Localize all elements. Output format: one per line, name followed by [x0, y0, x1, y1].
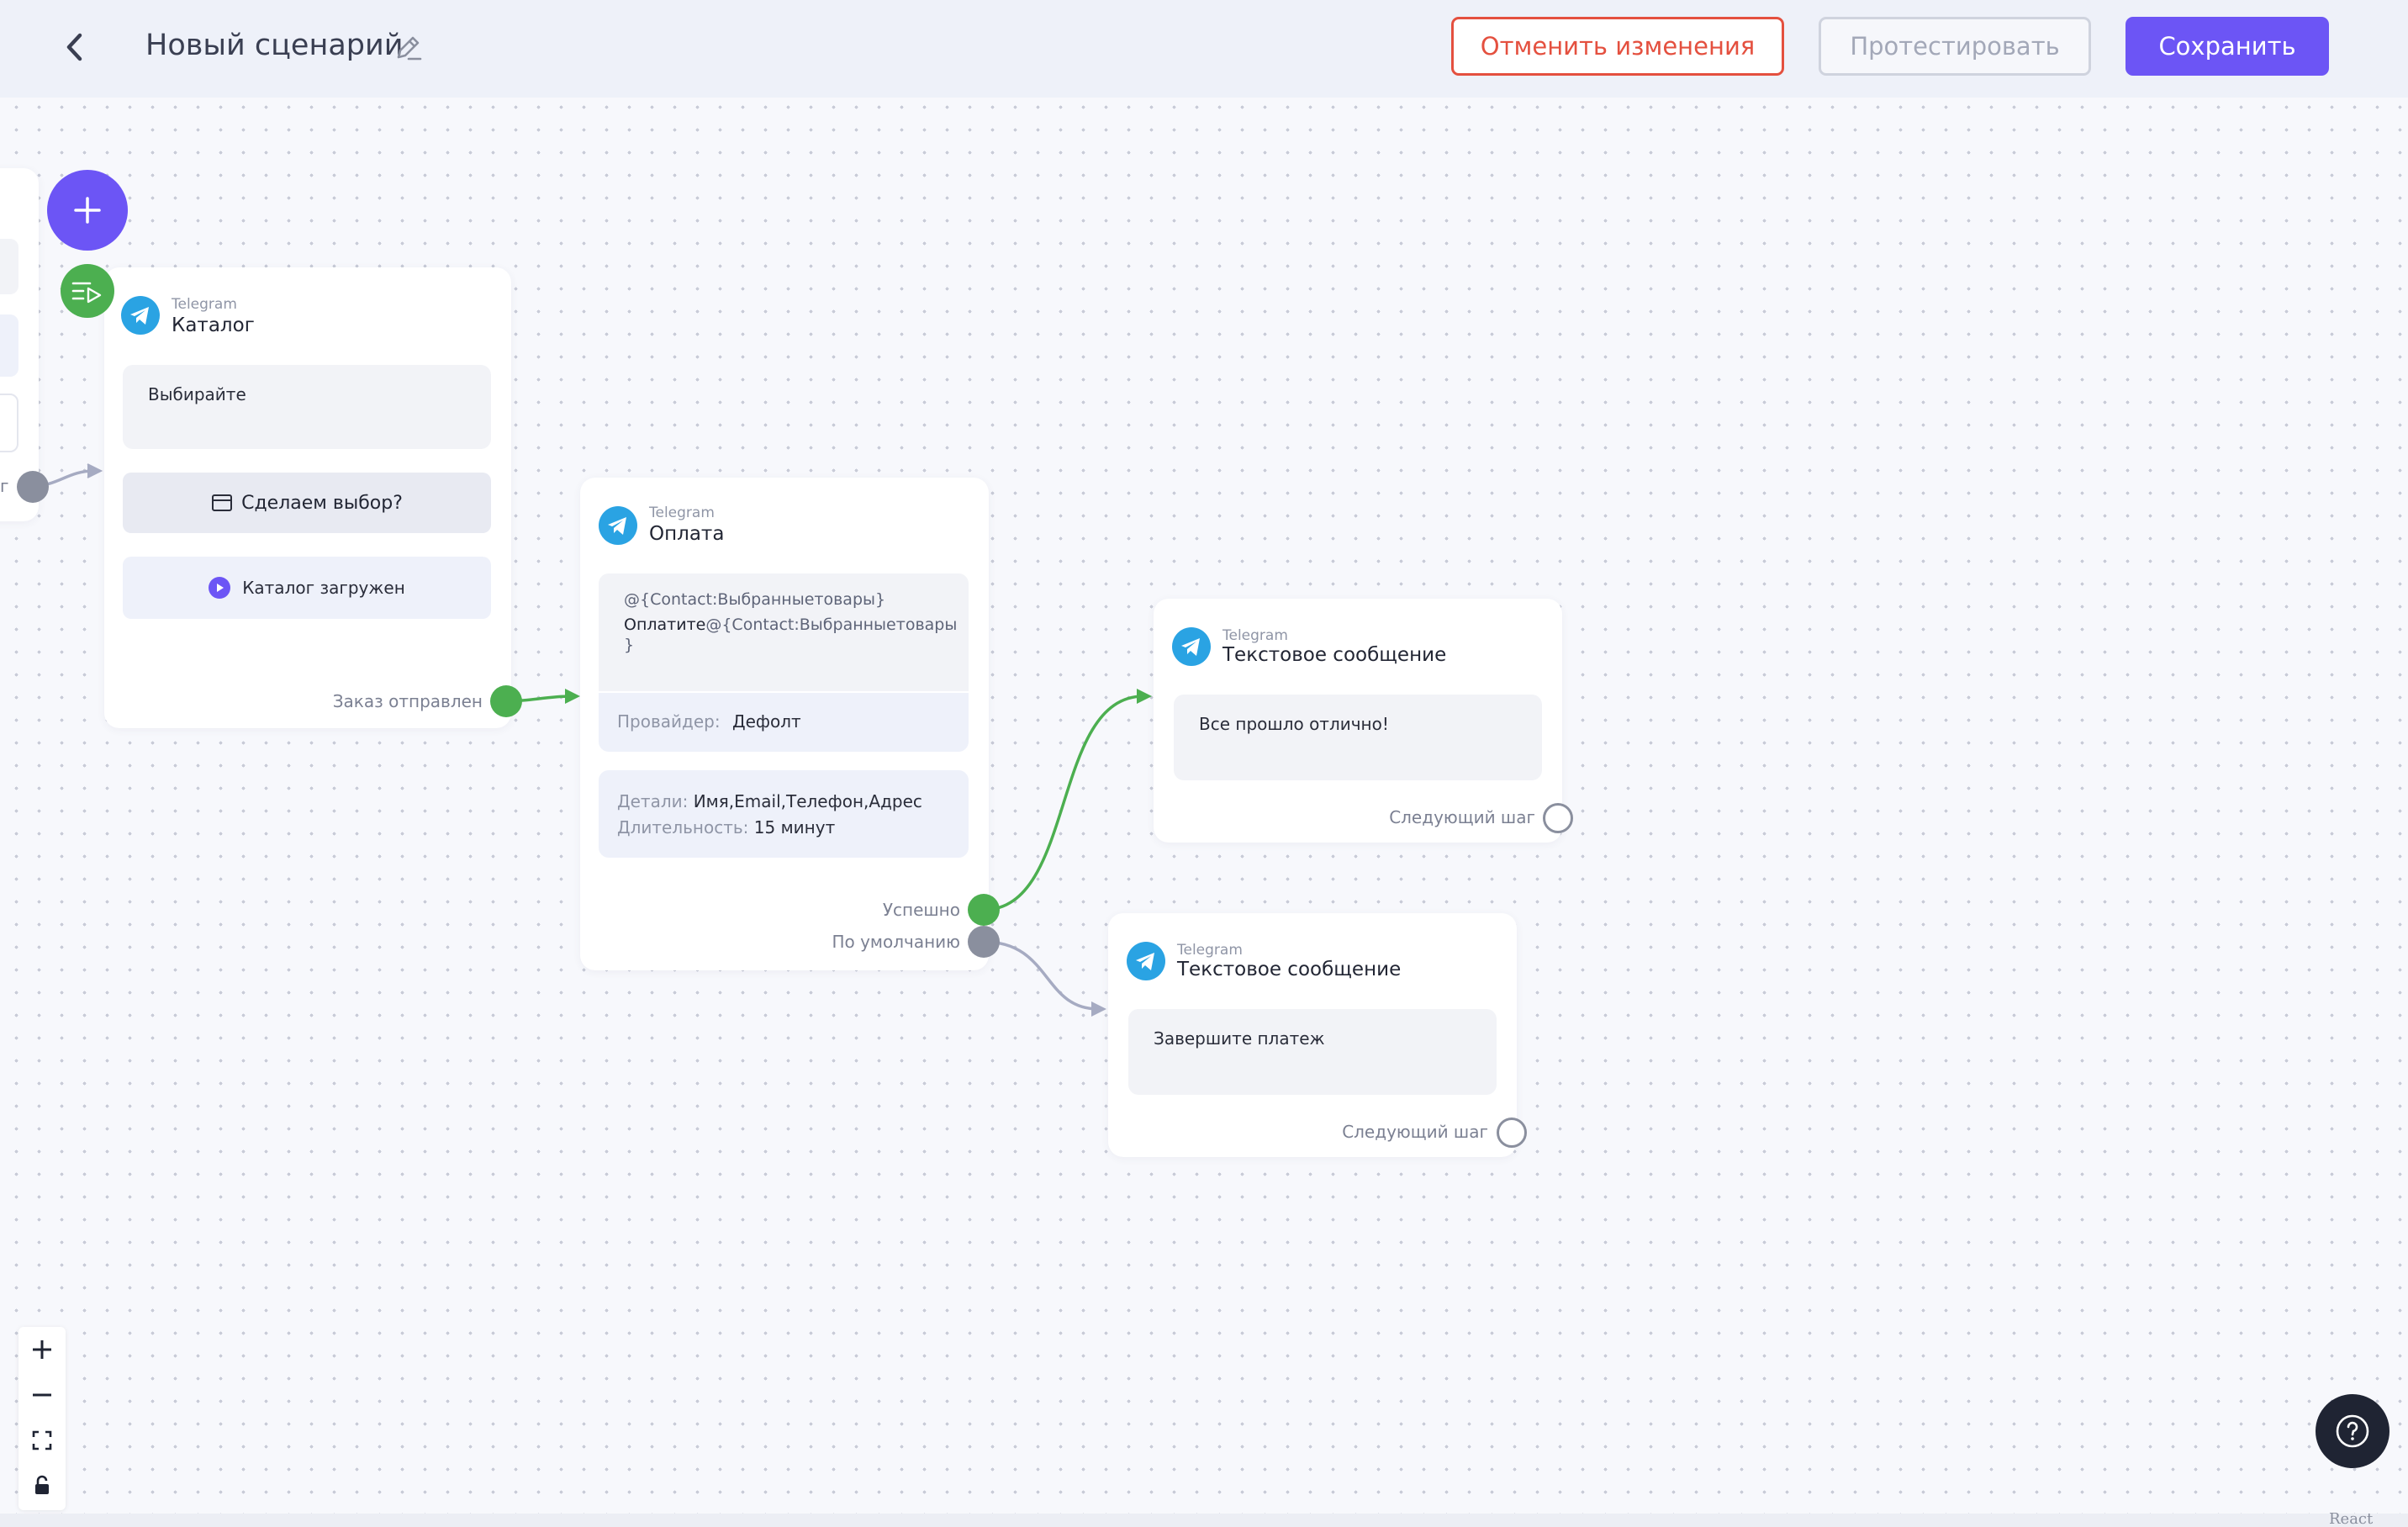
- payment-message-box[interactable]: @{Contact:Выбранныетовары} Оплатите@{Con…: [599, 573, 969, 691]
- catalog-output-handle[interactable]: [490, 685, 522, 717]
- partial-output-handle[interactable]: [17, 471, 49, 503]
- provider-value: Дефолт: [731, 711, 801, 732]
- fit-view-icon: [32, 1430, 52, 1450]
- lock-button[interactable]: [18, 1463, 66, 1509]
- edit-pencil-icon: [397, 36, 422, 61]
- provider-label: Провайдер:: [617, 711, 721, 732]
- payment-channel: Telegram: [649, 505, 715, 521]
- partial-field: [0, 394, 18, 452]
- telegram-icon: [1127, 942, 1165, 980]
- save-button[interactable]: Сохранить: [2125, 17, 2329, 76]
- details-value: Имя,Email,Телефон,Адрес: [693, 791, 922, 811]
- duration-label: Длительность:: [617, 817, 749, 837]
- text-pay-next-handle[interactable]: [1497, 1118, 1527, 1148]
- text-success-title: Текстовое сообщение: [1222, 644, 1447, 666]
- start-flow-icon: [71, 282, 102, 304]
- details-row: Детали: Имя,Email,Телефон,Адрес: [617, 789, 950, 815]
- text-success-channel: Telegram: [1222, 627, 1288, 644]
- catalog-choice-label: Сделаем выбор?: [241, 492, 403, 514]
- catalog-message[interactable]: Выбирайте: [123, 365, 491, 449]
- duration-row: Длительность: 15 минут: [617, 815, 950, 841]
- text-pay-channel: Telegram: [1177, 942, 1243, 959]
- catalog-title: Каталог: [172, 314, 255, 336]
- details-label: Детали:: [617, 791, 689, 811]
- help-icon: [2336, 1414, 2369, 1448]
- play-icon: [209, 577, 231, 599]
- edge-default-to-text-pay: [983, 940, 1099, 1011]
- text-success-next-label: Следующий шаг: [1389, 807, 1535, 827]
- payment-line2: Оплатите@{Contact:Выбранныетовары: [624, 612, 957, 637]
- cancel-changes-button[interactable]: Отменить изменения: [1451, 17, 1784, 76]
- catalog-loaded-event[interactable]: Каталог загружен: [123, 557, 491, 619]
- payment-provider-row[interactable]: Провайдер: Дефолт: [599, 693, 969, 752]
- test-button[interactable]: Протестировать: [1819, 17, 2091, 76]
- partial-field: [0, 239, 18, 294]
- zoom-controls: [18, 1327, 66, 1510]
- payment-success-label: Успешно: [882, 900, 960, 920]
- catalog-loaded-label: Каталог загружен: [242, 578, 405, 598]
- text-pay-next-label: Следующий шаг: [1342, 1122, 1488, 1142]
- node-partial-left[interactable]: [0, 168, 39, 521]
- back-chevron-icon: [66, 33, 82, 61]
- start-marker: [61, 264, 114, 318]
- minus-icon: [33, 1393, 51, 1397]
- catalog-output-label: Заказ отправлен: [332, 691, 483, 711]
- plus-icon: [33, 1340, 51, 1359]
- help-button[interactable]: [2316, 1394, 2390, 1468]
- duration-value: 15 минут: [753, 817, 836, 837]
- text-pay-title: Текстовое сообщение: [1177, 959, 1402, 980]
- card-icon: [212, 494, 233, 511]
- back-button[interactable]: [59, 30, 92, 64]
- page-title: Новый сценарий: [145, 29, 404, 62]
- footer-strip: [0, 1514, 2408, 1527]
- telegram-icon: [1172, 627, 1211, 666]
- edge-success-to-text-ok: [983, 695, 1144, 911]
- payment-details-box[interactable]: Детали: Имя,Email,Телефон,Адрес Длительн…: [599, 770, 969, 858]
- edit-title-button[interactable]: [392, 32, 424, 64]
- text-success-message[interactable]: Все прошло отлично!: [1174, 695, 1542, 780]
- lock-icon: [35, 1475, 49, 1494]
- telegram-icon: [599, 506, 637, 545]
- payment-default-label: По умолчанию: [832, 932, 960, 952]
- payment-default-handle[interactable]: [968, 926, 1000, 958]
- telegram-icon: [121, 296, 160, 335]
- text-pay-message[interactable]: Завершите платеж: [1128, 1009, 1497, 1095]
- top-bar: Новый сценарий Отменить изменения Протес…: [0, 0, 2408, 98]
- payment-title: Оплата: [649, 523, 725, 545]
- zoom-out-button[interactable]: [18, 1372, 66, 1418]
- add-node-button[interactable]: [47, 170, 128, 251]
- payment-line1: @{Contact:Выбранныетовары}: [624, 590, 886, 609]
- payment-line2-var: @{Contact:Выбранныетовары: [705, 616, 958, 634]
- catalog-choice-button[interactable]: Сделаем выбор?: [123, 473, 491, 533]
- zoom-in-button[interactable]: [18, 1327, 66, 1372]
- plus-icon: [74, 197, 101, 224]
- payment-line2-prefix: Оплатите: [624, 616, 706, 634]
- partial-field: [0, 314, 18, 377]
- partial-output-label: г: [0, 476, 9, 496]
- text-success-next-handle[interactable]: [1543, 803, 1573, 833]
- catalog-channel: Telegram: [172, 296, 237, 313]
- payment-line3: }: [624, 636, 635, 654]
- payment-success-handle[interactable]: [968, 894, 1000, 926]
- fit-view-button[interactable]: [18, 1418, 66, 1463]
- react-flow-attribution[interactable]: React Flow: [2329, 1510, 2374, 1527]
